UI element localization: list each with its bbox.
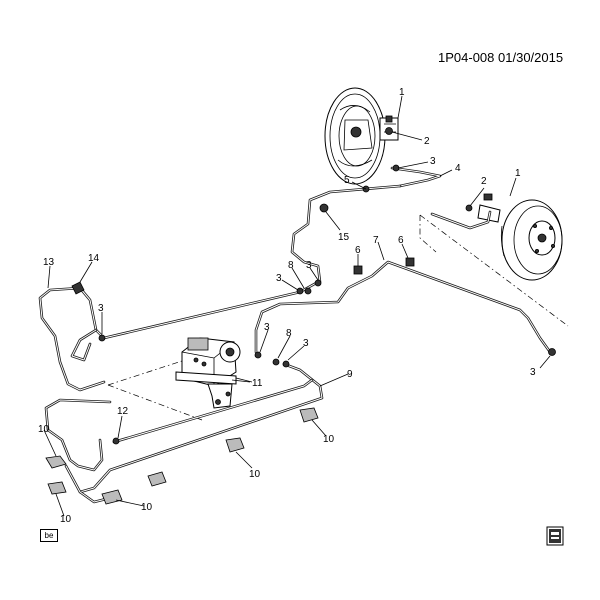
reference-code-number: 1P04-008 (438, 50, 495, 65)
callout-10a: 10 (38, 424, 50, 435)
book-icon (546, 526, 564, 546)
callout-3b: 3 (276, 273, 282, 284)
reference-code: 1P04-008 01/30/2015 (438, 51, 563, 64)
guide-line-module (107, 359, 203, 421)
tube-4 (390, 166, 442, 188)
callout-9: 9 (347, 369, 353, 380)
guide-line-right (419, 214, 569, 327)
callout-10d: 10 (249, 469, 261, 480)
callout-1b: 1 (515, 168, 521, 179)
callout-15: 15 (338, 232, 350, 243)
tube-loop-left (70, 328, 98, 362)
callout-10c: 10 (141, 502, 153, 513)
callout-7: 7 (373, 235, 379, 246)
brake-tubes (38, 166, 552, 504)
callout-8a: 8 (288, 260, 294, 271)
tube-7 (254, 260, 552, 354)
fittings (71, 115, 556, 445)
reference-code-date: 01/30/2015 (498, 50, 564, 65)
callout-13: 13 (43, 257, 55, 268)
callout-12: 12 (117, 406, 129, 417)
callout-11: 11 (252, 378, 263, 389)
callout-4: 4 (455, 163, 461, 174)
callout-3a: 3 (430, 156, 436, 167)
callout-3c: 3 (306, 260, 312, 271)
callout-3g: 3 (530, 367, 536, 378)
callout-1a: 1 (399, 87, 405, 98)
callout-5: 5 (344, 175, 350, 186)
callout-10e: 10 (323, 434, 335, 445)
badge-be-text: be (44, 531, 54, 540)
callout-14: 14 (88, 253, 100, 264)
callout-3d: 3 (98, 303, 104, 314)
callout-8b: 8 (286, 328, 292, 339)
rear-left-brake-assembly (324, 87, 399, 185)
callout-6b: 6 (355, 245, 361, 256)
callout-10b: 10 (60, 514, 72, 525)
callout-3f: 3 (303, 338, 309, 349)
badge-be: be (40, 529, 58, 542)
callout-2a: 2 (424, 136, 430, 147)
callout-6a: 6 (398, 235, 404, 246)
abs-modulator-assembly (175, 337, 251, 409)
leader-lines (43, 95, 551, 517)
callout-3e: 3 (264, 322, 270, 333)
callout-2b: 2 (481, 176, 487, 187)
rear-right-brake-drum (477, 199, 563, 281)
callout-labels: 1 2 3 4 5 15 1 2 7 6 6 13 14 3 8 3 3 3 8… (38, 87, 536, 525)
